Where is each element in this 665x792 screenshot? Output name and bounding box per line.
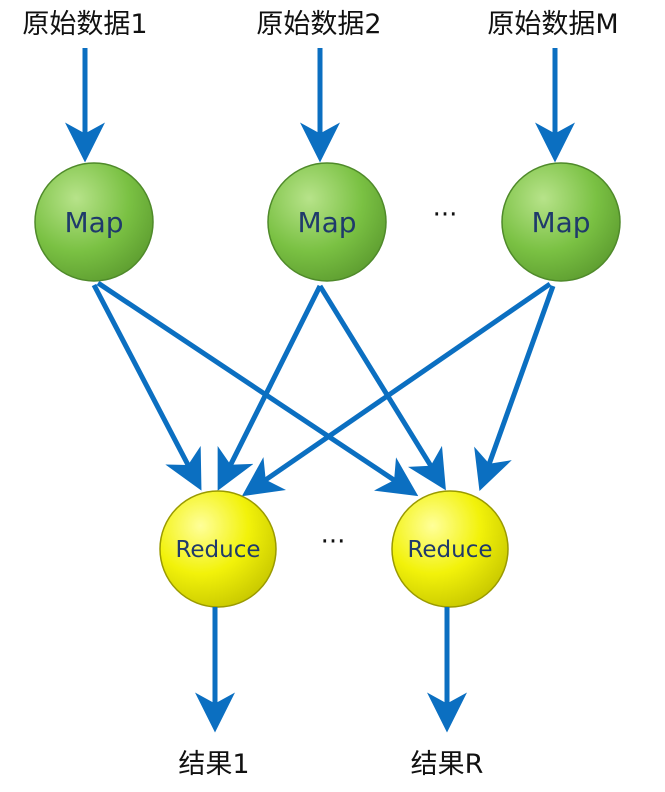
reduce-node-1-circle bbox=[159, 490, 277, 608]
input-label-m: 原始数据M bbox=[487, 9, 618, 40]
output-arrows bbox=[195, 607, 467, 733]
map-node-2-label: Map bbox=[297, 206, 356, 239]
map-node-2-circle bbox=[267, 162, 387, 282]
reduce-ellipsis: ··· bbox=[321, 527, 346, 557]
map-node-1-circle bbox=[34, 162, 154, 282]
arrow-map3-reduce1 bbox=[241, 281, 552, 497]
shuffle-arrows bbox=[91, 280, 556, 497]
map-node-1-label: Map bbox=[64, 206, 123, 239]
map-node-3-label: Map bbox=[531, 206, 590, 239]
reduce-node-2-circle bbox=[391, 490, 509, 608]
arrow-map2-reduce1 bbox=[217, 284, 323, 491]
output-label-1: 结果1 bbox=[178, 749, 249, 780]
map-node-2: Map bbox=[267, 162, 387, 282]
reduce-node-1-label: Reduce bbox=[175, 537, 260, 563]
reduce-node-2-label: Reduce bbox=[407, 537, 492, 563]
map-node-3: Map bbox=[501, 162, 621, 282]
reduce-node-2: Reduce bbox=[391, 490, 509, 608]
map-ellipsis: ··· bbox=[433, 200, 458, 230]
map-node-1: Map bbox=[34, 162, 154, 282]
arrow-map3-reduce2 bbox=[474, 285, 556, 492]
input-arrows bbox=[65, 48, 575, 163]
arrow-map2-reduce2 bbox=[317, 284, 446, 491]
output-label-r: 结果R bbox=[411, 749, 484, 780]
map-node-3-circle bbox=[501, 162, 621, 282]
reduce-node-1: Reduce bbox=[159, 490, 277, 608]
input-label-2: 原始数据2 bbox=[256, 9, 381, 40]
arrow-map1-reduce2 bbox=[96, 280, 419, 497]
arrow-map1-reduce1 bbox=[91, 283, 202, 491]
input-label-1: 原始数据1 bbox=[22, 9, 147, 40]
